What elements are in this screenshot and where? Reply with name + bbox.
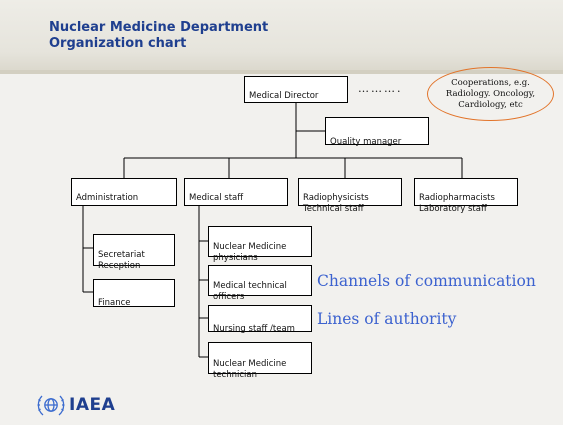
finance-label: Finance [98, 298, 131, 308]
title-line-1: Nuclear Medicine Department [49, 20, 269, 35]
nursing-staff-box: Nursing staff /team [208, 305, 312, 334]
nm-technician-label: Nuclear Medicine technician [213, 359, 287, 380]
slide-header [0, 0, 563, 74]
quality-manager-box: Quality manager [325, 117, 429, 147]
secretariat-box: Secretariat Reception [93, 234, 175, 271]
department-label: Medical staff [189, 193, 244, 203]
department-label: Radiophysicists Technical staff [303, 193, 369, 214]
legend-line-1: Channels of communication [317, 272, 536, 290]
nm-physicians-box: Nuclear Medicine physicians [208, 226, 312, 263]
cooperations-label: Cooperations, e.g. Radiology. Oncology, … [445, 77, 536, 110]
department-box-administration: Administration [71, 178, 177, 206]
technical-officers-box: Medical technical officers [208, 265, 312, 302]
nursing-staff-label: Nursing staff /team [213, 324, 295, 334]
iaea-logo: IAEA [36, 392, 115, 418]
department-label: Radiopharmacists Laboratory staff [419, 193, 495, 214]
nm-physicians-label: Nuclear Medicine physicians [213, 242, 287, 263]
slide-title: Nuclear Medicine Department Organization… [49, 20, 268, 52]
header-divider [0, 70, 563, 74]
department-box-medical-staff: Medical staff [184, 178, 288, 206]
dotted-link: ………. [358, 82, 403, 95]
finance-box: Finance [93, 279, 175, 308]
department-box-radiopharmacists: Radiopharmacists Laboratory staff [414, 178, 518, 214]
legend-line-2: Lines of authority [317, 310, 457, 328]
department-box-radiophysicists: Radiophysicists Technical staff [298, 178, 402, 214]
quality-manager-label: Quality manager [330, 137, 402, 147]
technical-officers-label: Medical technical officers [213, 281, 287, 302]
legend-text: Channels of communication Lines of autho… [317, 253, 536, 348]
un-emblem-icon [37, 395, 65, 416]
medical-director-box: Medical Director [244, 76, 348, 103]
cooperations-ellipse: Cooperations, e.g. Radiology. Oncology, … [427, 67, 554, 121]
department-label: Administration [76, 193, 139, 203]
title-line-2: Organization chart [49, 36, 187, 51]
logo-wordmark: IAEA [69, 395, 116, 415]
secretariat-label: Secretariat Reception [98, 250, 145, 271]
nm-technician-box: Nuclear Medicine technician [208, 342, 312, 380]
medical-director-label: Medical Director [249, 91, 319, 101]
